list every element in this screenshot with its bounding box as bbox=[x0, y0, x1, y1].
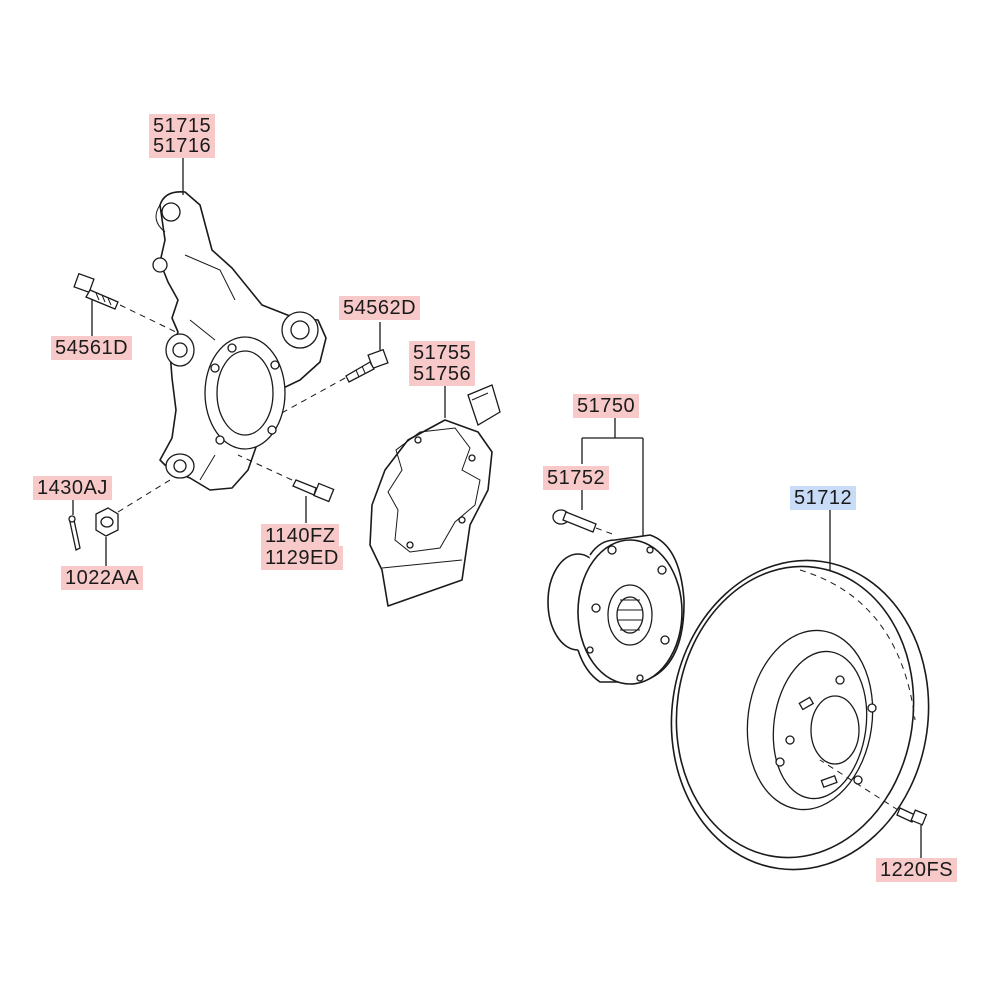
part-label-1140FZ[interactable]: 1140FZ bbox=[261, 524, 340, 548]
brake-disc[interactable] bbox=[652, 544, 949, 887]
part-label-51756[interactable]: 51756 bbox=[409, 362, 476, 386]
bolt-54562D[interactable] bbox=[345, 348, 389, 383]
screw-1220FS[interactable] bbox=[896, 807, 928, 826]
part-label-51712[interactable]: 51712 bbox=[790, 486, 857, 510]
part-label-1022AA[interactable]: 1022AA bbox=[61, 566, 144, 590]
steering-knuckle[interactable] bbox=[152, 190, 327, 491]
part-label-1220FS[interactable]: 1220FS bbox=[876, 858, 958, 882]
bolt-1140FZ[interactable] bbox=[292, 479, 335, 503]
part-label-51755[interactable]: 51755 bbox=[409, 341, 476, 365]
part-label-1129ED[interactable]: 1129ED bbox=[261, 546, 343, 570]
part-label-51750[interactable]: 51750 bbox=[573, 394, 640, 418]
part-label-54561D[interactable]: 54561D bbox=[51, 336, 133, 360]
part-label-51716[interactable]: 51716 bbox=[149, 134, 216, 158]
castle-nut-1022AA[interactable] bbox=[95, 507, 119, 537]
dust-cover[interactable] bbox=[369, 384, 501, 607]
part-label-1430AJ[interactable]: 1430AJ bbox=[33, 476, 112, 500]
split-pin-1430AJ[interactable] bbox=[68, 515, 81, 551]
part-label-54562D[interactable]: 54562D bbox=[339, 296, 421, 320]
wheel-hub-assembly[interactable] bbox=[547, 534, 685, 685]
hub-bolt-51752[interactable] bbox=[552, 509, 597, 533]
bolt-54561D[interactable] bbox=[73, 272, 119, 310]
part-label-51752[interactable]: 51752 bbox=[543, 466, 610, 490]
